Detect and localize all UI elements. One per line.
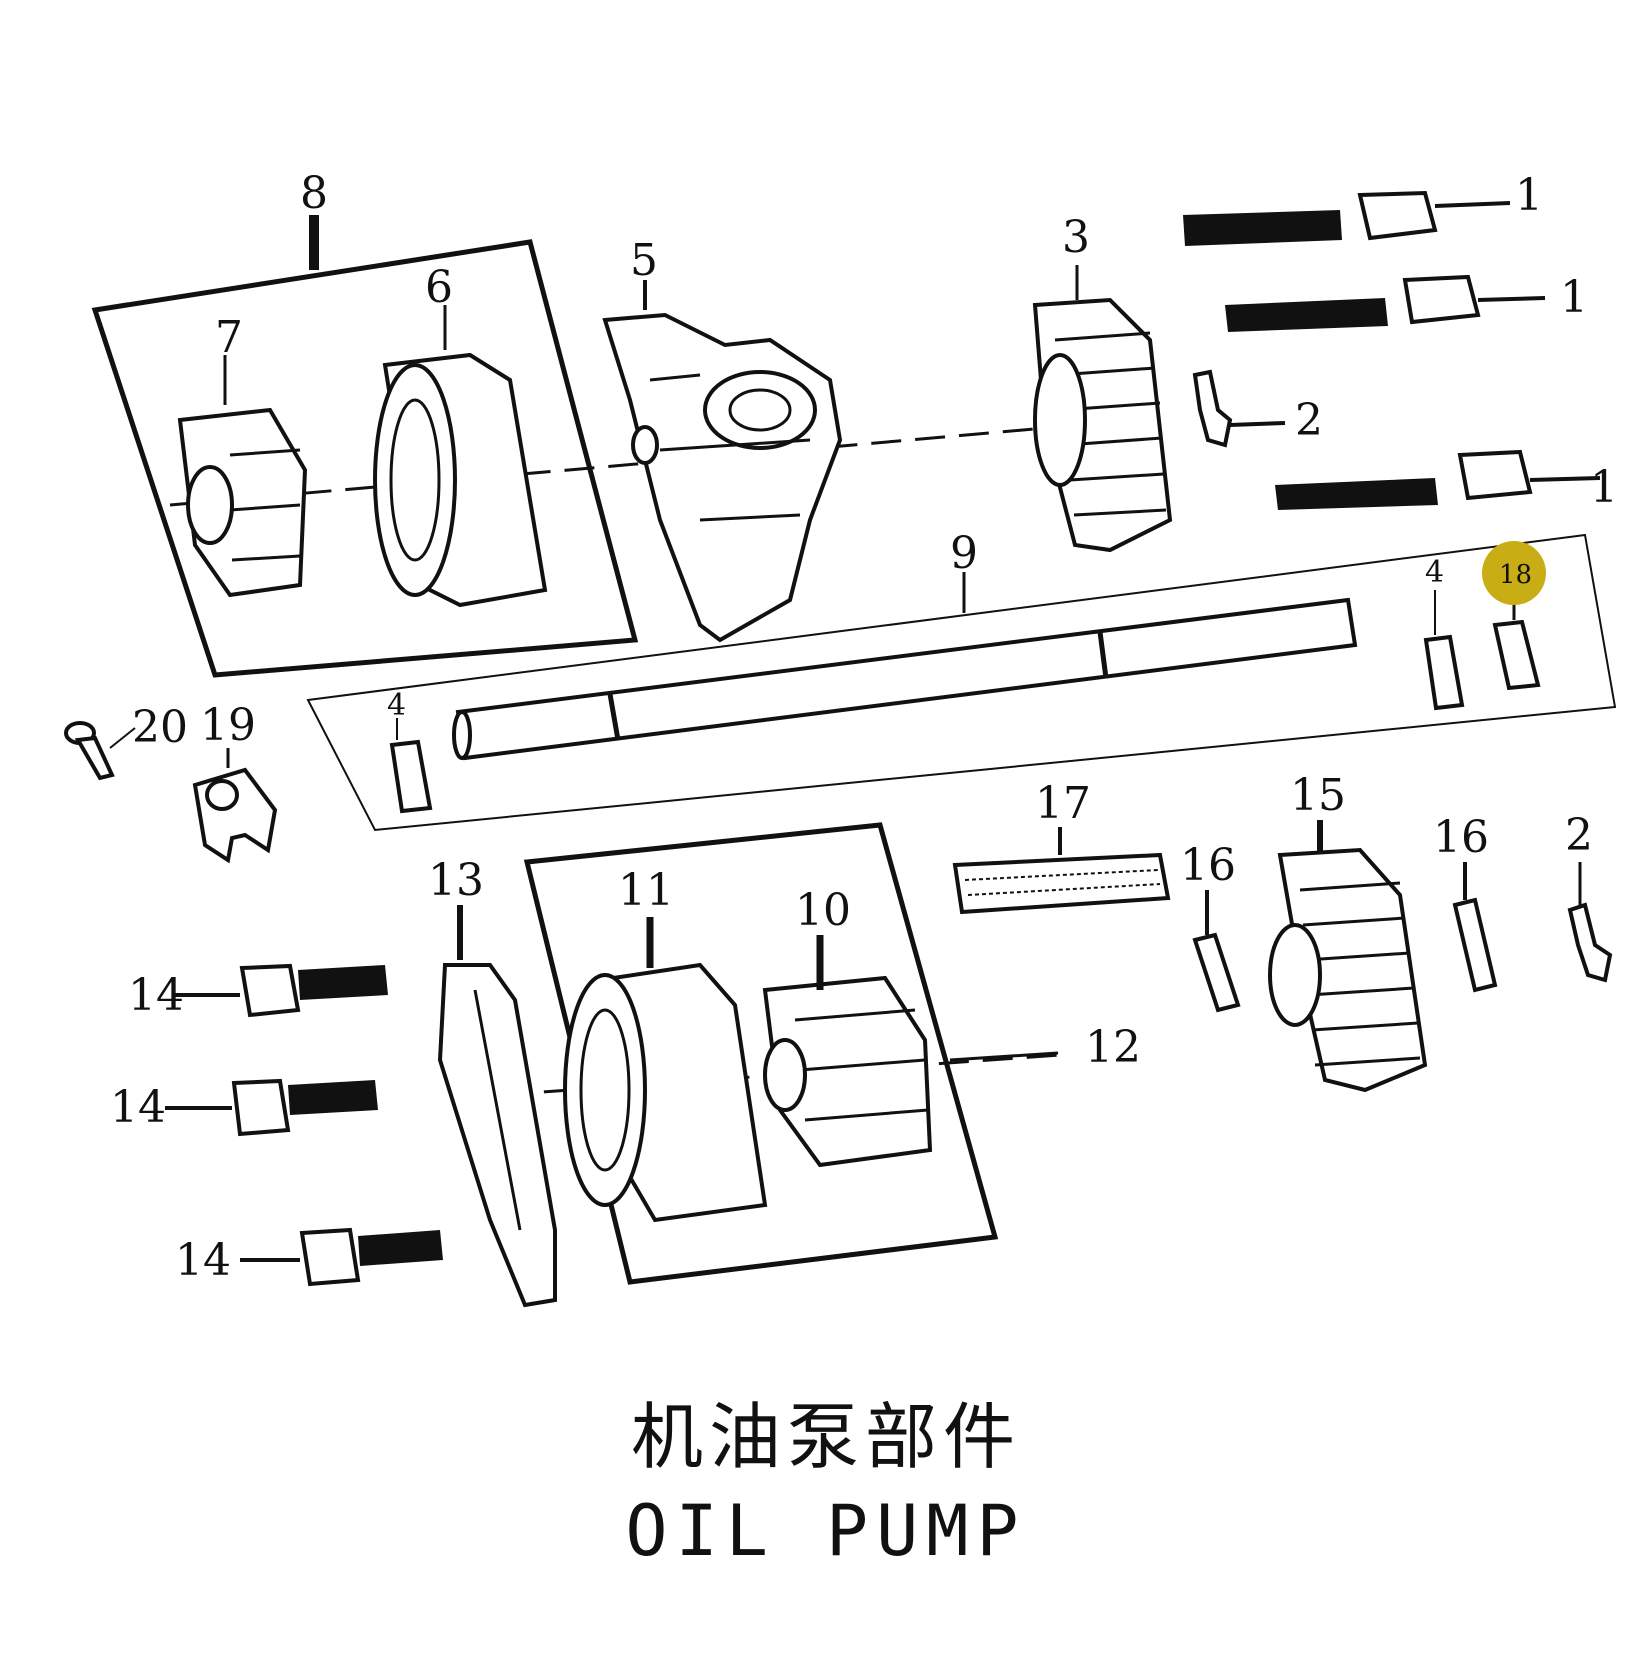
bolt-14a — [175, 963, 388, 1018]
callout-13: 13 — [428, 855, 484, 906]
callout-1a: 1 — [1515, 170, 1543, 221]
callout-16a: 16 — [1180, 840, 1236, 891]
pump-shaft — [452, 597, 1358, 761]
outer-rotor-upper — [373, 305, 548, 608]
leader-12 — [949, 1051, 1059, 1062]
inner-rotor-set-outline — [91, 239, 639, 678]
callout-16b: 16 — [1433, 812, 1489, 863]
bolt-14c — [240, 1227, 443, 1287]
pin-4-right — [1423, 590, 1465, 711]
highlight-18-marker — [1482, 541, 1546, 605]
callout-19: 19 — [200, 700, 256, 751]
callout-6: 6 — [425, 262, 453, 313]
callout-4a: 4 — [387, 688, 406, 723]
caption-chinese: 机油泵部件 — [631, 1395, 1021, 1479]
inner-rotor-lower — [762, 935, 933, 1168]
callout-9: 9 — [950, 528, 978, 579]
callout-3: 3 — [1062, 212, 1090, 263]
bolt-1a — [1183, 190, 1511, 246]
inner-rotor-upper — [177, 355, 308, 598]
callout-2a: 2 — [1295, 395, 1323, 446]
callout-11: 11 — [618, 865, 674, 916]
pin-4-left — [389, 718, 433, 814]
drive-gear-lower — [1268, 820, 1428, 1093]
clip-2-lower — [1567, 862, 1613, 983]
callout-2b: 2 — [1565, 810, 1593, 861]
callout-14c: 14 — [175, 1235, 231, 1286]
callout-14b: 14 — [110, 1082, 166, 1133]
callout-10: 10 — [795, 885, 851, 936]
callout-20: 20 — [132, 702, 188, 753]
axis-line-upper — [169, 423, 1081, 507]
callout-5: 5 — [630, 235, 658, 286]
callout-4b: 4 — [1425, 555, 1444, 590]
clip-2-upper — [1192, 369, 1286, 448]
bolt-1c — [1275, 449, 1601, 510]
pin-18 — [1482, 541, 1546, 691]
shaft-group-outline — [306, 533, 1617, 832]
washer-16-left — [1192, 890, 1241, 1013]
washer-16-right — [1452, 862, 1498, 993]
callout-7: 7 — [215, 312, 243, 363]
callout-12: 12 — [1085, 1022, 1141, 1073]
pin-17 — [952, 827, 1171, 915]
callout-8: 8 — [300, 168, 328, 219]
callout-1b: 1 — [1560, 272, 1588, 323]
pump-cover — [437, 905, 557, 1308]
callout-1c: 1 — [1590, 462, 1618, 513]
callout-15: 15 — [1290, 770, 1346, 821]
callout-14a: 14 — [128, 970, 184, 1021]
washer-19 — [192, 748, 278, 864]
outer-rotor-lower — [563, 917, 768, 1223]
pump-body — [602, 280, 843, 643]
bolt-1b — [1225, 274, 1546, 332]
bolt-14b — [165, 1078, 378, 1137]
screw-20 — [64, 721, 136, 781]
callout-18: 18 — [1499, 560, 1532, 590]
drive-gear-upper — [1032, 265, 1173, 553]
caption-english: OIL PUMP — [625, 1490, 1026, 1572]
callout-17: 17 — [1035, 778, 1091, 829]
